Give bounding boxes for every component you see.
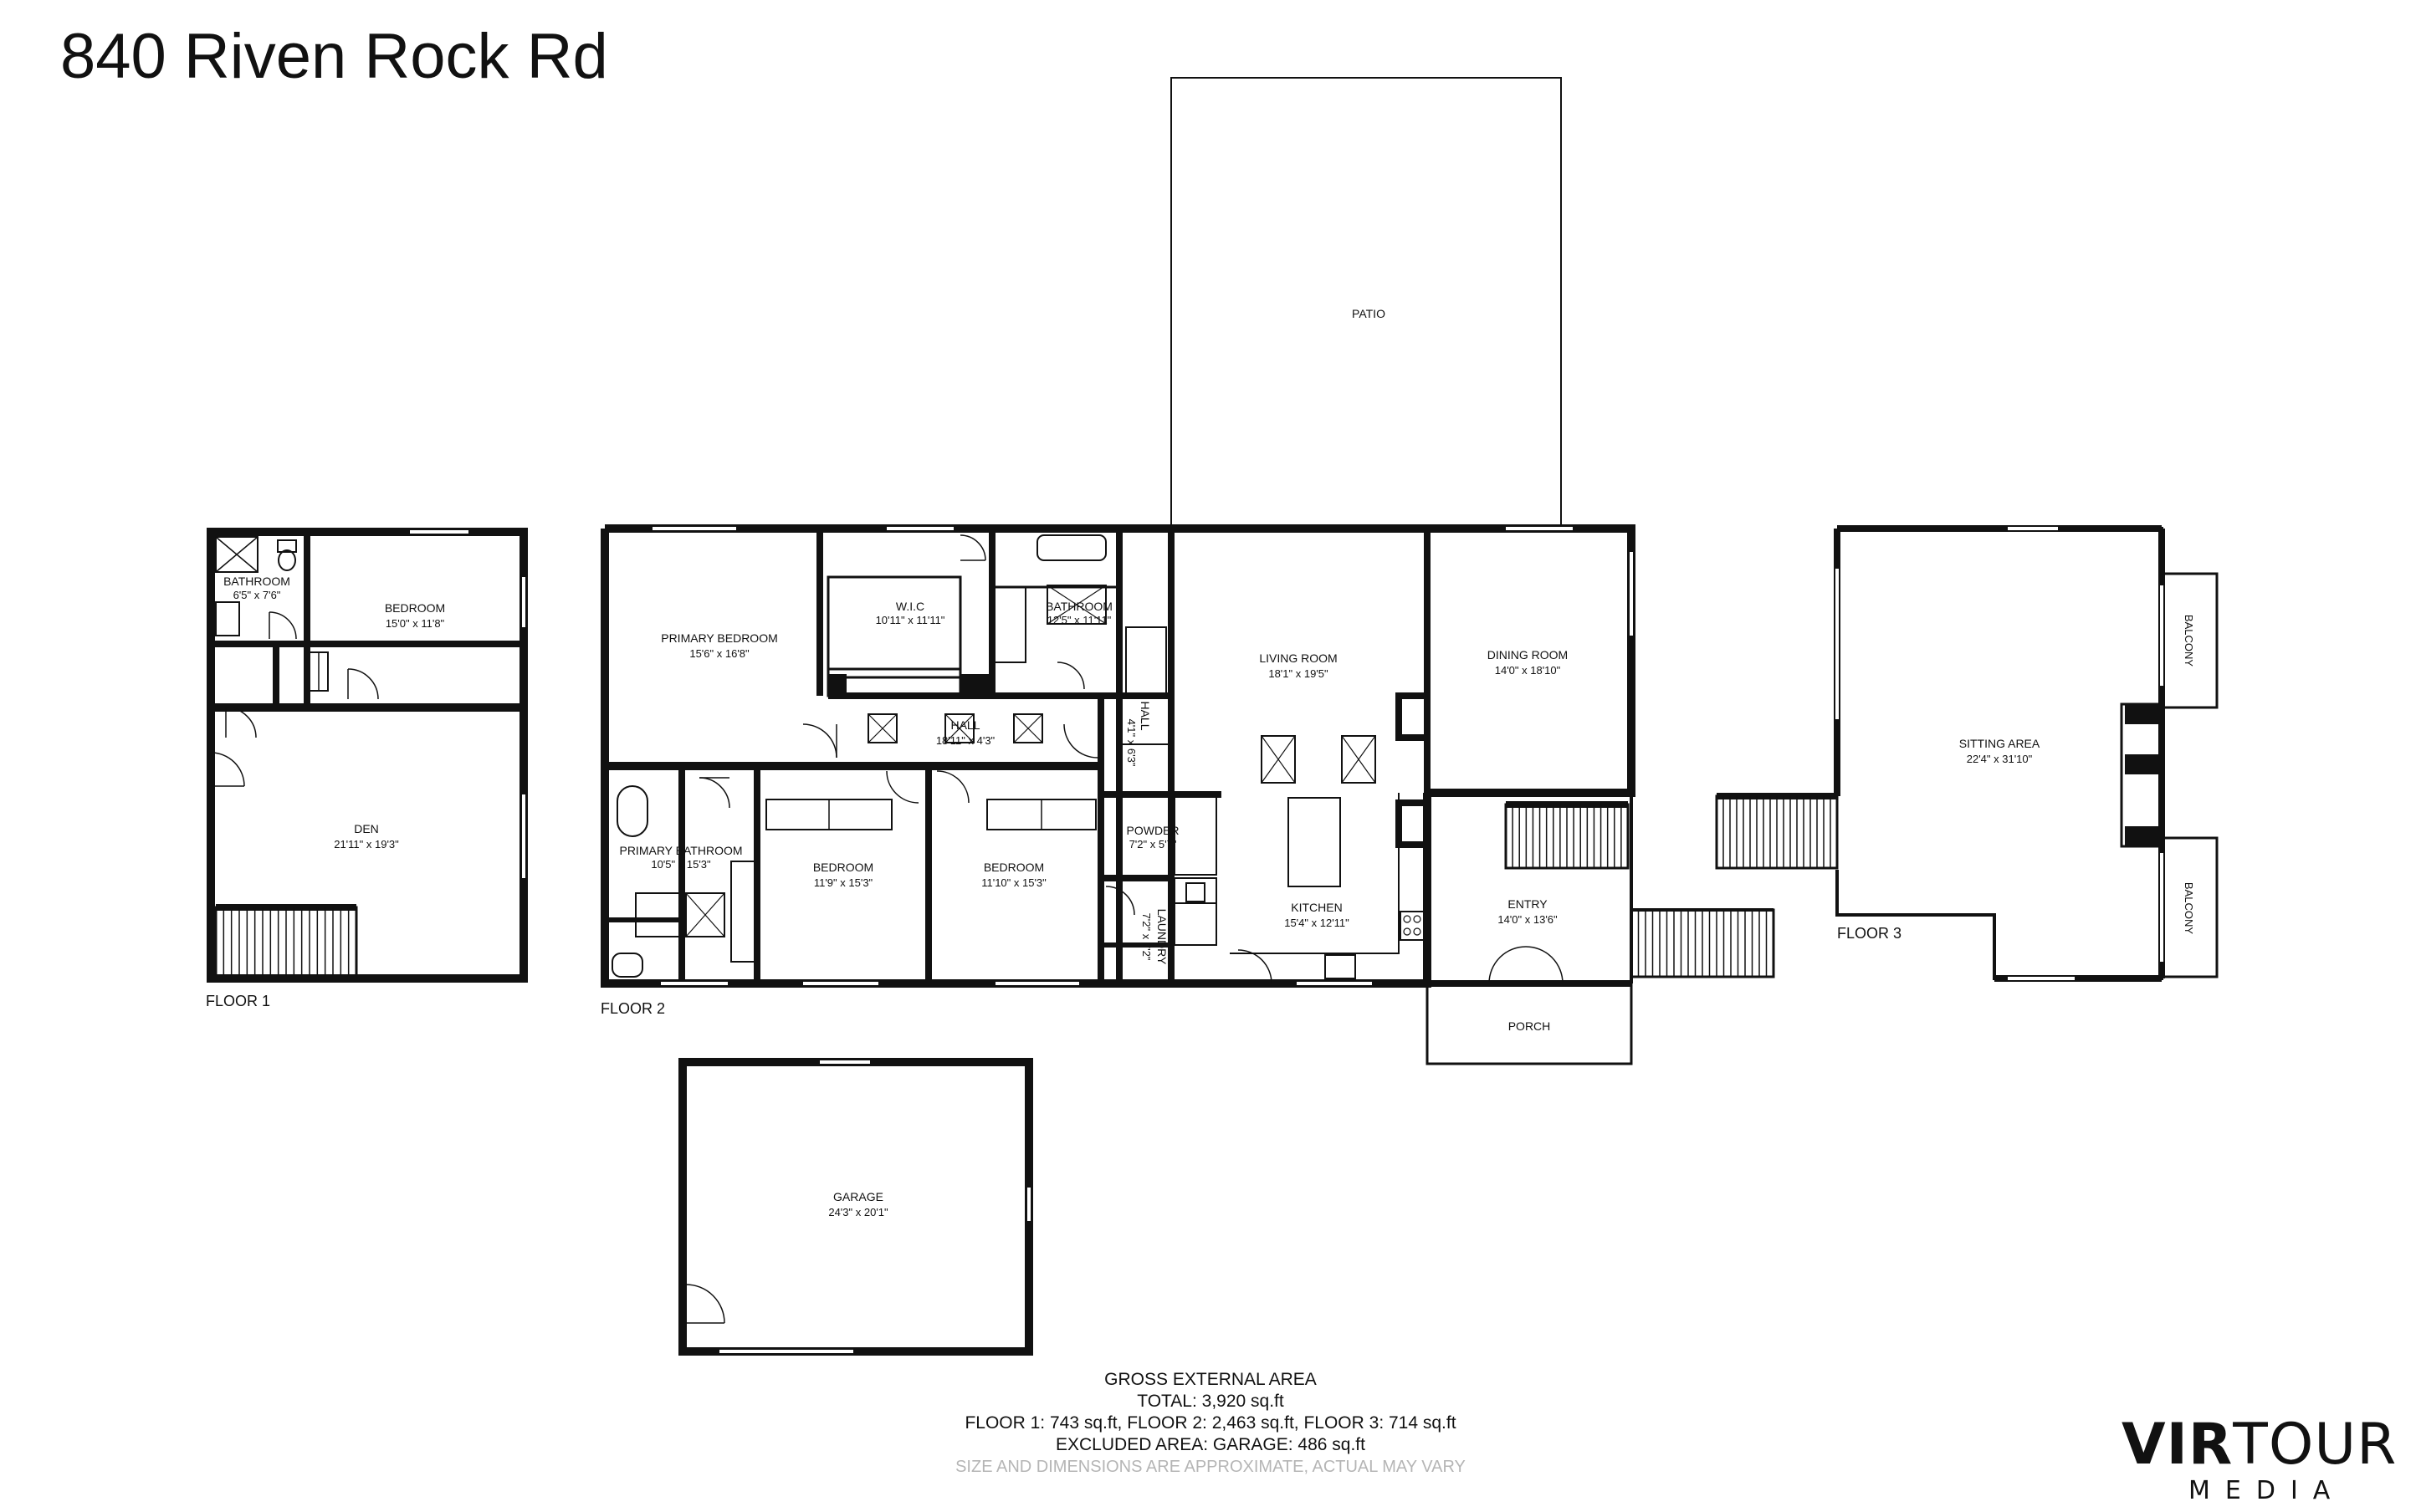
wic-dims: 10'11" x 11'11" <box>876 614 945 626</box>
hall2-name: HALL <box>1139 701 1152 730</box>
logo-brand-bold: VIR <box>2122 1412 2234 1478</box>
kitchen-name: KITCHEN <box>1291 901 1342 914</box>
hall-name: HALL <box>950 718 980 732</box>
f1-den-name: DEN <box>354 822 379 835</box>
summary-excluded: EXCLUDED AREA: GARAGE: 486 sq.ft <box>1056 1435 1365 1454</box>
bedroom-a-dims: 11'9" x 15'3" <box>814 876 873 889</box>
summary-total: TOTAL: 3,920 sq.ft <box>1137 1392 1284 1411</box>
powder-dims: 7'2" x 5'7" <box>1129 838 1177 850</box>
dining-room-dims: 14'0" x 18'10" <box>1495 664 1561 677</box>
sitting-area-dims: 22'4" x 31'10" <box>1967 753 2033 765</box>
primary-bedroom-name: PRIMARY BEDROOM <box>661 631 778 645</box>
f2-bathroom-name: BATHROOM <box>1046 600 1113 613</box>
entry-dims: 14'0" x 13'6" <box>1497 913 1558 926</box>
laundry-dims: 7'2" x 7'2" <box>1140 913 1153 961</box>
garage-plan: GARAGE 24'3" x 20'1" <box>678 1058 1033 1356</box>
wic-name: W.I.C <box>896 600 924 613</box>
f2-bathroom-dims: 12'5" x 11'11" <box>1047 614 1112 626</box>
bedroom-b-name: BEDROOM <box>984 861 1044 874</box>
f1-bedroom-dims: 15'0" x 11'8" <box>386 617 445 630</box>
floor-2-label: FLOOR 2 <box>601 1000 665 1017</box>
dining-room-name: DINING ROOM <box>1487 648 1568 662</box>
area-summary: GROSS EXTERNAL AREA TOTAL: 3,920 sq.ft F… <box>0 1369 2421 1478</box>
patio-name: PATIO <box>1352 307 1385 320</box>
kitchen-dims: 15'4" x 12'11" <box>1284 917 1349 929</box>
summary-floors: FLOOR 1: 743 sq.ft, FLOOR 2: 2,463 sq.ft… <box>965 1413 1456 1433</box>
virtour-logo: VIRTOUR MEDIA <box>2122 1416 2421 1506</box>
floor-3-label: FLOOR 3 <box>1837 925 1901 942</box>
porch-name: PORCH <box>1508 1019 1551 1033</box>
hall-dims: 18'11" x 4'3" <box>936 734 996 747</box>
garage-dims: 24'3" x 20'1" <box>828 1206 888 1218</box>
bedroom-a-name: BEDROOM <box>813 861 873 874</box>
page-title: 840 Riven Rock Rd <box>60 21 608 92</box>
f1-bathroom-name: BATHROOM <box>223 575 290 588</box>
living-room-name: LIVING ROOM <box>1259 651 1337 665</box>
powder-name: POWDER <box>1127 824 1180 837</box>
summary-heading: GROSS EXTERNAL AREA <box>1104 1370 1317 1389</box>
floor-2-plan: PATIO <box>601 77 1775 1065</box>
laundry-name: LAUNDRY <box>1155 909 1169 965</box>
floor-1-plan: BATHROOM 6'5" x 7'6" BEDROOM 15'0" x 11'… <box>206 528 528 1009</box>
floor-1-label: FLOOR 1 <box>206 993 270 1009</box>
balcony-top-name: BALCONY <box>2183 615 2195 667</box>
f1-bedroom-name: BEDROOM <box>385 601 445 615</box>
floor-3-plan: SITTING AREA 22'4" x 31'10" BALCONY BALC… <box>1715 525 2219 982</box>
f1-den-dims: 21'11" x 19'3" <box>334 838 399 850</box>
logo-brand-light: TOUR <box>2233 1412 2398 1478</box>
primary-bathroom-dims: 10'5" x 15'3" <box>651 858 711 871</box>
bedroom-b-dims: 11'10" x 15'3" <box>981 876 1047 889</box>
summary-disclaimer: SIZE AND DIMENSIONS ARE APPROXIMATE, ACT… <box>955 1458 1466 1476</box>
primary-bedroom-dims: 15'6" x 16'8" <box>689 647 750 660</box>
sitting-area-name: SITTING AREA <box>1959 737 2040 750</box>
entry-name: ENTRY <box>1507 897 1548 911</box>
primary-bathroom-name: PRIMARY BATHROOM <box>619 844 742 857</box>
living-room-dims: 18'1" x 19'5" <box>1268 667 1328 680</box>
hall2-dims: 4'1" x 6'3" <box>1125 719 1138 767</box>
garage-name: GARAGE <box>833 1190 883 1203</box>
f1-bathroom-dims: 6'5" x 7'6" <box>233 589 281 601</box>
logo-sub: MEDIA <box>2188 1476 2346 1505</box>
logo-brand: VIRTOUR <box>2122 1416 2421 1474</box>
balcony-bottom-name: BALCONY <box>2183 882 2195 934</box>
